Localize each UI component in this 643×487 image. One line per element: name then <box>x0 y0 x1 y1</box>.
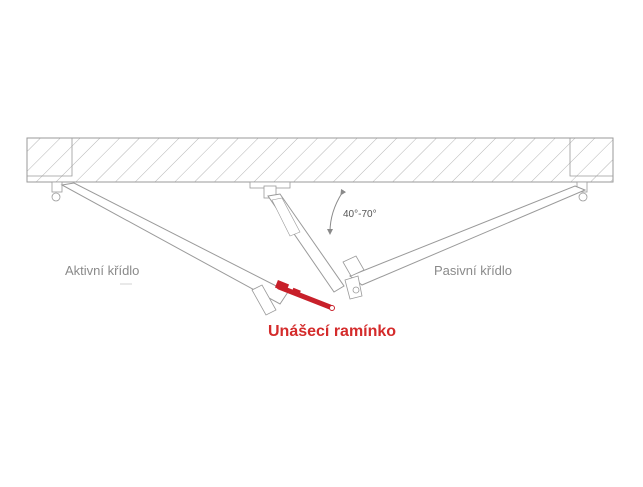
passive-leaf-label: Pasivní křídlo <box>434 263 512 278</box>
active-leaf-label: Aktivní křídlo <box>65 263 139 278</box>
carrier-arm-label: Unášecí ramínko <box>268 323 396 340</box>
right-hinge <box>576 181 588 202</box>
left-hinge <box>51 181 63 202</box>
angle-label: 40°-70° <box>343 209 377 220</box>
active-leaf <box>60 182 289 316</box>
door-frame <box>26 137 614 183</box>
passive-leaf <box>342 185 587 300</box>
carrier-arm <box>274 280 335 311</box>
coordinator-bracket <box>249 181 345 293</box>
angle-indicator: 40°-70° <box>327 188 377 235</box>
